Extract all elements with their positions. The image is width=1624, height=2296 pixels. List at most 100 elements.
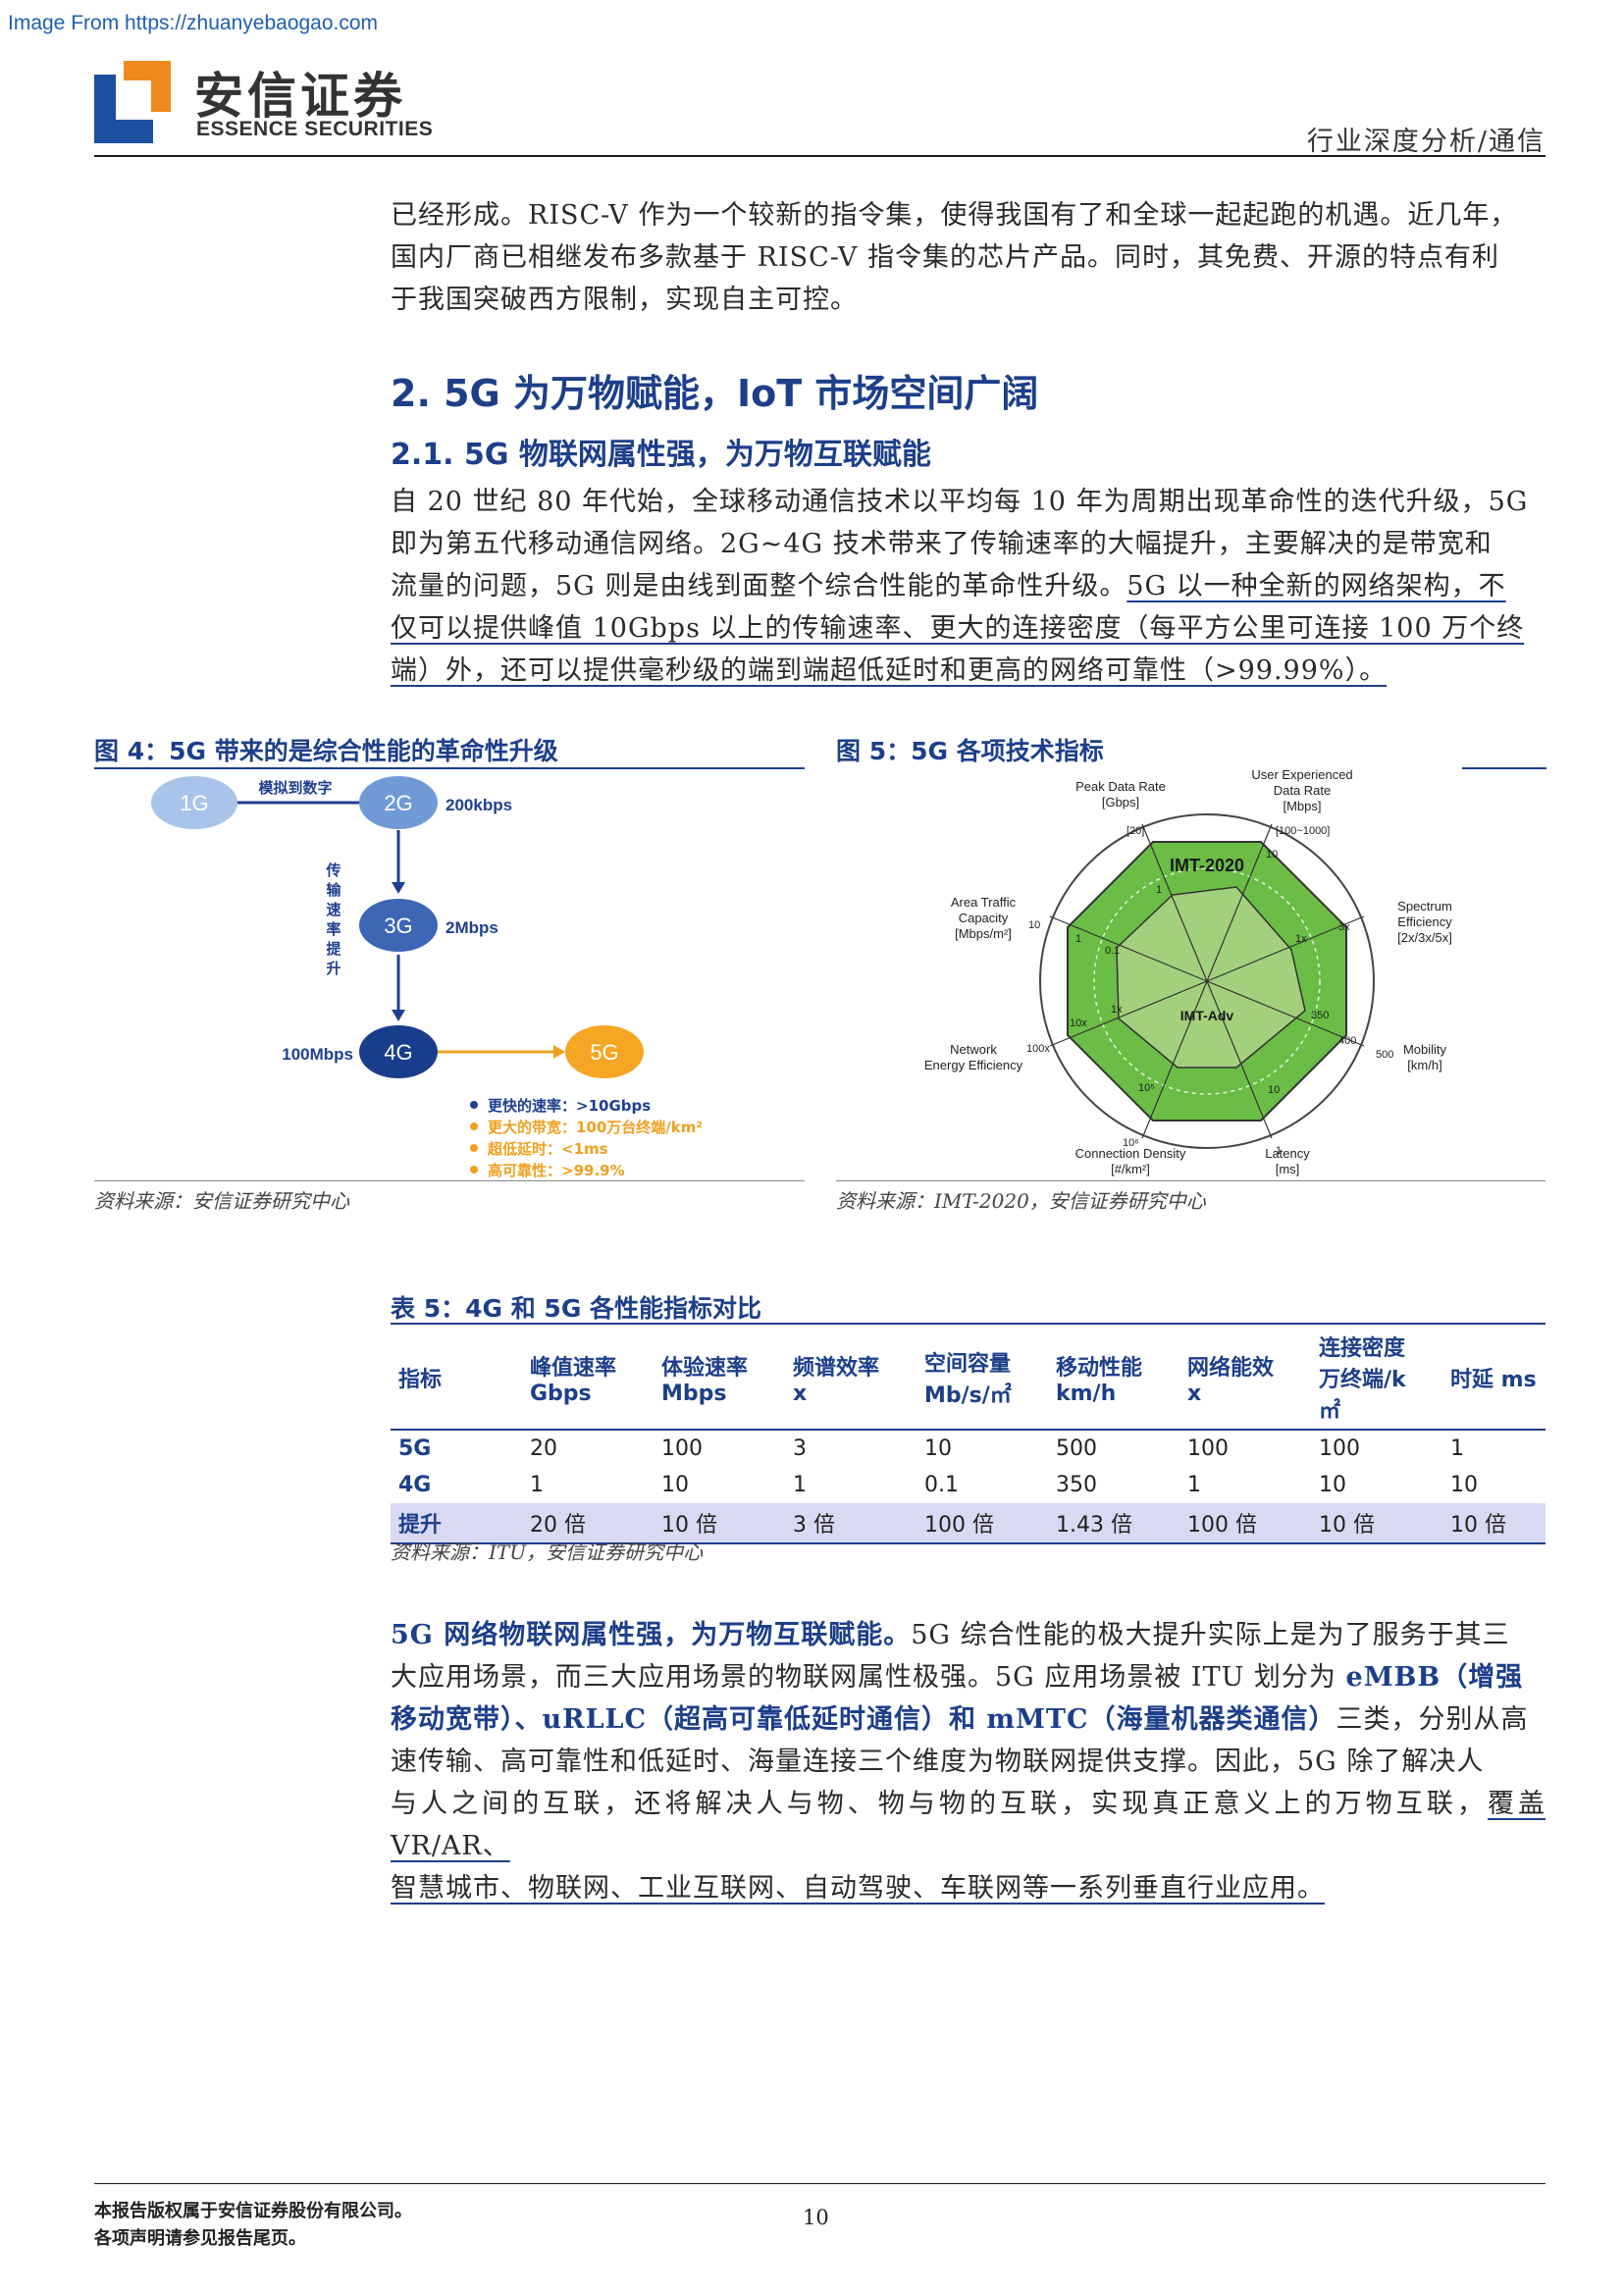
figure-4-title: 图 4：5G 带来的是综合性能的革命性升级	[94, 737, 558, 765]
bullet-text: 高可靠性：>99.9%	[488, 1162, 625, 1179]
node-5g-label: 5G	[590, 1040, 618, 1065]
node-1g-label: 1G	[180, 791, 208, 815]
subsection-heading: 2.1. 5G 物联网属性强，为万物互联赋能	[391, 438, 931, 472]
table-cell: 350	[1056, 1473, 1097, 1497]
vertical-label-char: 输	[326, 881, 341, 899]
section-heading: 2. 5G 为万物赋能，IoT 市场空间广阔	[391, 372, 1039, 415]
tick-label: 10x	[1070, 1018, 1087, 1029]
bullet-dot	[470, 1101, 478, 1109]
para-text: 大应用场景，而三大应用场景的物联网属性极强。5G 应用场景被 ITU 划分为	[391, 1662, 1346, 1693]
table-row: 4G 1 10 1 0.1 350 1 10 10	[391, 1467, 1545, 1503]
figure-4-diagram: 1G 2G 3G 4G 5G 模拟到数字 200kbps 2Mbps 100Mb…	[151, 776, 703, 1179]
para-line: 流量的问题，5G 则是由线到面整个综合性能的革命性升级。5G 以一种全新的网络架…	[391, 565, 1545, 607]
table-cell: 10 倍	[1311, 1503, 1442, 1543]
table-cell: 10	[924, 1436, 952, 1461]
rate-2g: 200kbps	[445, 796, 512, 814]
para-lead: 5G 网络物联网属性强，为万物互联赋能。	[391, 1620, 912, 1650]
company-name-cn: 安信证券	[194, 68, 406, 125]
table-cell: 4G	[398, 1473, 432, 1497]
axis-label: Area Traffic	[951, 895, 1017, 910]
axis-label: [ms]	[1276, 1162, 1300, 1176]
axis-label: Connection Density	[1075, 1146, 1186, 1161]
figure-4-source: 资料来源：安信证券研究中心	[94, 1189, 349, 1213]
vertical-label-char: 提	[326, 940, 341, 958]
radar-outer-circle	[1039, 813, 1375, 1149]
imt-2020-label: IMT-2020	[1170, 856, 1244, 875]
arrow-head	[392, 1010, 405, 1021]
node-1g	[151, 776, 237, 829]
table-cell: 10 倍	[1442, 1503, 1545, 1543]
bullet-dot	[470, 1166, 478, 1174]
para-underlined-line: 仅可以提供峰值 10Gbps 以上的传输速率、更大的连接密度（每平方公里可连接 …	[391, 613, 1525, 644]
watermark-text: Image From https://zhuanyebaogao.com	[8, 12, 379, 34]
node-4g-label: 4G	[384, 1040, 412, 1065]
vertical-label-char: 速	[326, 901, 341, 918]
radar-axis	[1141, 980, 1208, 1139]
table-cell: 1	[793, 1473, 807, 1497]
tick-label: [20]	[1126, 825, 1144, 837]
table-cell: 3 倍	[785, 1503, 917, 1543]
axis-label: Mobility	[1403, 1042, 1447, 1057]
header-divider	[94, 155, 1545, 157]
axis-label: Spectrum	[1397, 899, 1452, 913]
figure-5-rule	[1462, 767, 1546, 769]
node-3g-label: 3G	[384, 913, 412, 938]
table-cell: 100	[1319, 1436, 1360, 1461]
tick-label: 1x	[1111, 1004, 1123, 1016]
para-line: 速传输、高可靠性和低延时、海量连接三个维度为物联网提供支撑。因此，5G 除了解决…	[391, 1747, 1485, 1777]
tick-label: 1	[1276, 1145, 1282, 1157]
radar-grid-circle	[1093, 867, 1321, 1095]
para-line: 5G 网络物联网属性强，为万物互联赋能。5G 综合性能的极大提升实际上是为了服务…	[391, 1614, 1545, 1656]
axis-label: [#/km²]	[1111, 1162, 1150, 1176]
figure-5-bottom-rule	[836, 1180, 1545, 1181]
company-name-en: ESSENCE SECURITIES	[196, 118, 434, 140]
tick-label: 3x	[1338, 921, 1350, 933]
intro-line: 国内厂商已相继发布多款基于 RISC-V 指令集的芯片产品。同时，其免费、开源的…	[391, 242, 1499, 273]
tick-label: 10	[1266, 849, 1278, 861]
para-underlined-text: 覆盖 VR/AR、	[391, 1789, 1546, 1861]
vertical-label-char: 率	[326, 920, 341, 938]
para-line: 大应用场景，而三大应用场景的物联网属性极强。5G 应用场景被 ITU 划分为 e…	[391, 1656, 1545, 1698]
footer-line: 各项声明请参见报告尾页。	[94, 2228, 306, 2249]
vertical-label-char: 传	[325, 861, 341, 879]
table-cell: 10	[1450, 1473, 1478, 1497]
para-underlined-text: 5G 以一种全新的网络架构，不	[1126, 571, 1506, 601]
table-5-title: 表 5：4G 和 5G 各性能指标对比	[391, 1294, 762, 1323]
vertical-label-char: 升	[326, 960, 341, 977]
bullet-text: 超低延时：<1ms	[487, 1140, 608, 1158]
doc-type: 行业深度分析/通信	[1306, 127, 1545, 157]
tick-label: 500	[1376, 1049, 1393, 1061]
figure-4-bottom-rule	[94, 1180, 805, 1181]
axis-label: Peak Data Rate	[1075, 779, 1166, 794]
col-header: 指标	[398, 1368, 443, 1392]
table-cell: 100 倍	[1179, 1503, 1311, 1543]
axis-label: Energy Efficiency	[924, 1058, 1023, 1072]
footer-line: 本报告版权属于安信证券股份有限公司。	[94, 2201, 412, 2221]
para-text: 流量的问题，5G 则是由线到面整个综合性能的革命性升级。	[391, 571, 1127, 601]
tick-label: 350	[1311, 1010, 1329, 1021]
table-cell: 100 倍	[917, 1503, 1048, 1543]
radar-axis	[1206, 823, 1273, 982]
arrow-head	[553, 1045, 565, 1059]
table-cell: 1.43 倍	[1048, 1503, 1179, 1543]
intro-line: 已经形成。RISC-V 作为一个较新的指令集，使得我国有了和全球一起起跑的机遇。…	[391, 200, 1518, 231]
tick-label: 10	[1268, 1084, 1280, 1096]
footer-disclaimer: 本报告版权属于安信证券股份有限公司。 各项声明请参见报告尾页。	[94, 2198, 412, 2253]
axis-label: [km/h]	[1407, 1058, 1441, 1072]
tick-label: 1x	[1295, 933, 1307, 945]
bullet-dot	[470, 1144, 478, 1152]
radar-axis	[1049, 915, 1208, 982]
table-cell: 10	[661, 1473, 689, 1497]
body-paragraph-1: 自 20 世纪 80 年代始，全球移动通信技术以平均每 10 年为周期出现革命性…	[391, 481, 1545, 692]
axis-label: Data Rate	[1274, 783, 1332, 798]
table-cell: 20	[530, 1436, 557, 1461]
table-cell: 1	[1450, 1436, 1464, 1461]
table-cell: 0.1	[924, 1473, 959, 1497]
table-cell: 20 倍	[522, 1503, 654, 1543]
